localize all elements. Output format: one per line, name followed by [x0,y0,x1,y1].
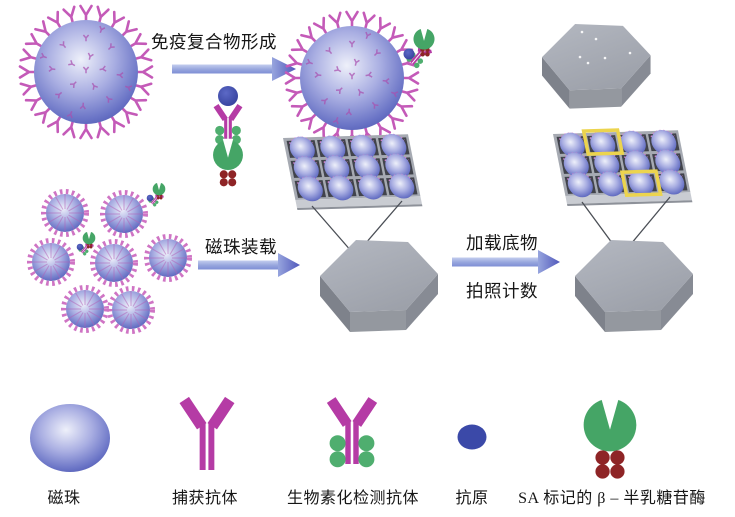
immune-complex-icon [147,182,166,207]
biotinylated-detection-antibody-icon [330,400,375,467]
legend-label: 捕获抗体 [172,489,238,507]
disc-with-signal-dots-icon [542,24,651,109]
magnetic-bead-with-immune-complex-icon [286,12,435,144]
sa-beta-galactosidase-icon [583,396,637,479]
step2-label: 磁珠装载 [205,237,277,257]
disc-loaded-icon [320,240,438,332]
positive-well-highlight [581,128,625,156]
legend-label: SA 标记的 β – 半乳糖苷酶 [518,489,706,507]
arrow-right-icon [198,253,300,277]
antigen-icon [457,424,487,450]
arrow-right-icon [172,57,296,81]
arrow-right-icon [452,250,560,274]
bead-array-loaded-icon [283,132,423,210]
capture-antibody-icon [184,400,230,470]
disc-imaged-icon [575,240,693,332]
bead-cluster [30,182,190,331]
legend: 磁珠 捕获抗体 生物素化检测抗体 抗原 SA 标记的 β – 半乳糖苷酶 [30,396,706,507]
magnetic-bead-with-capture-antibodies-icon [20,6,152,138]
step1-label: 免疫复合物形成 [151,32,277,52]
magnetic-bead-icon [30,404,110,472]
reagent-stack [213,86,243,187]
legend-label: 生物素化检测抗体 [287,489,419,507]
step3-label-line1: 加载底物 [466,233,538,253]
legend-label: 抗原 [455,489,488,507]
legend-label: 磁珠 [47,489,80,507]
positive-well-highlight [619,169,663,197]
antigen-icon [218,86,238,106]
sa-beta-galactosidase-icon [213,138,243,187]
step3-label-line2: 拍照计数 [466,281,538,301]
biotinylated-detection-antibody-icon [215,106,241,145]
immune-complex-icon [77,231,96,256]
bead-array-signal-icon [553,128,693,206]
